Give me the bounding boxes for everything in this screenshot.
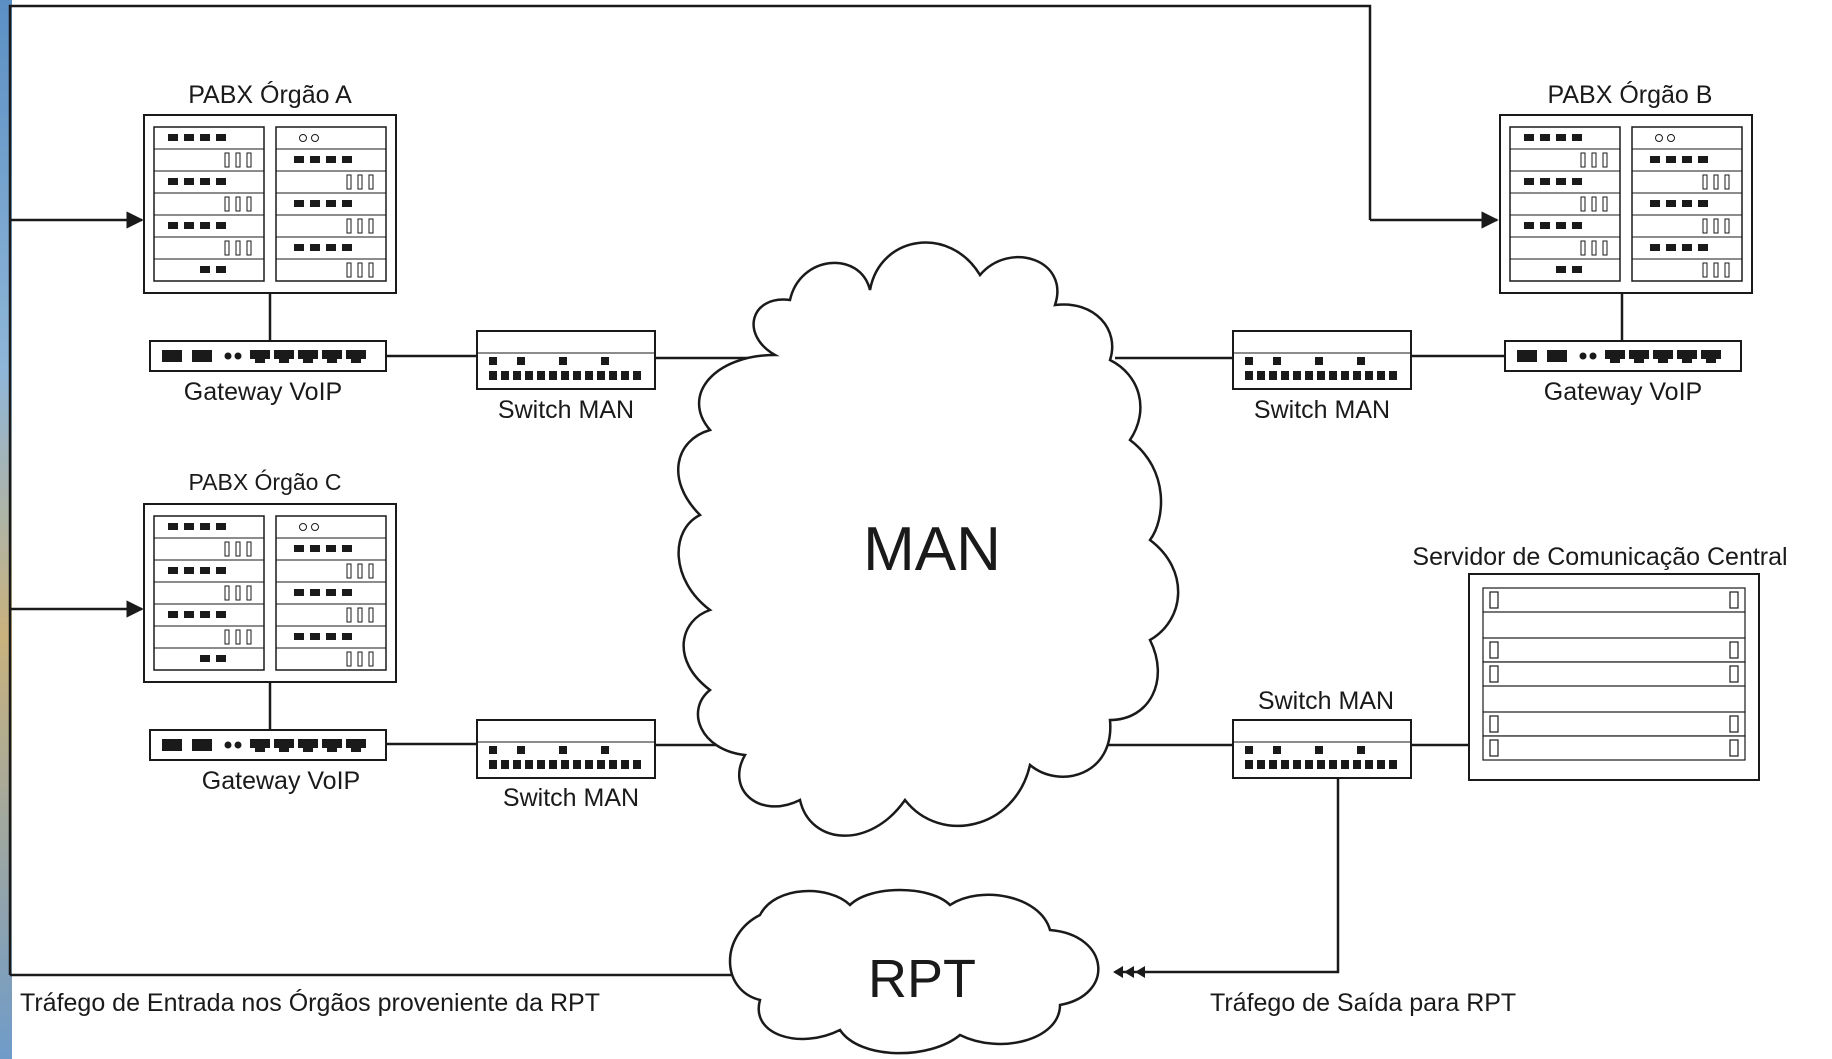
server-rack-icon [1468, 573, 1760, 781]
gateway-a-label: Gateway VoIP [184, 378, 342, 406]
gateway-c-device-icon [149, 729, 387, 761]
switch-a-label: Switch MAN [498, 396, 634, 424]
gateway-b-label: Gateway VoIP [1544, 378, 1702, 406]
rpt-cloud-label: RPT [868, 949, 976, 1009]
switch-a-device-icon [476, 330, 656, 390]
gateway-b-device-icon [1504, 340, 1742, 372]
switch-c-label: Switch MAN [503, 784, 639, 812]
gateway-c-label: Gateway VoIP [202, 767, 360, 795]
pabx-b-rack-icon [1499, 114, 1753, 294]
server-label: Servidor de Comunicação Central [1412, 543, 1787, 571]
arrow-head-icon [1113, 966, 1145, 978]
switch-server-label: Switch MAN [1258, 687, 1394, 715]
rpt-cloud-icon [728, 888, 1100, 1055]
gateway-a-device-icon [149, 340, 387, 372]
man-cloud-label: MAN [863, 515, 1001, 584]
pabx-c-label: PABX Órgão C [189, 469, 342, 495]
switch-c-device-icon [476, 719, 656, 779]
outbound-traffic-label: Tráfego de Saída para RPT [1210, 989, 1516, 1017]
pabx-a-rack-icon [143, 114, 397, 294]
inbound-traffic-label: Tráfego de Entrada nos Órgãos provenient… [20, 988, 600, 1017]
pabx-a-label: PABX Órgão A [188, 80, 352, 109]
man-cloud-icon [676, 241, 1180, 837]
pabx-b-label: PABX Órgão B [1548, 80, 1713, 109]
pabx-c-rack-icon [143, 503, 397, 683]
switch-b-label: Switch MAN [1254, 396, 1390, 424]
switch-b-device-icon [1232, 330, 1412, 390]
switch-server-device-icon [1232, 719, 1412, 779]
inbound-trunk-line [8, 4, 1372, 975]
